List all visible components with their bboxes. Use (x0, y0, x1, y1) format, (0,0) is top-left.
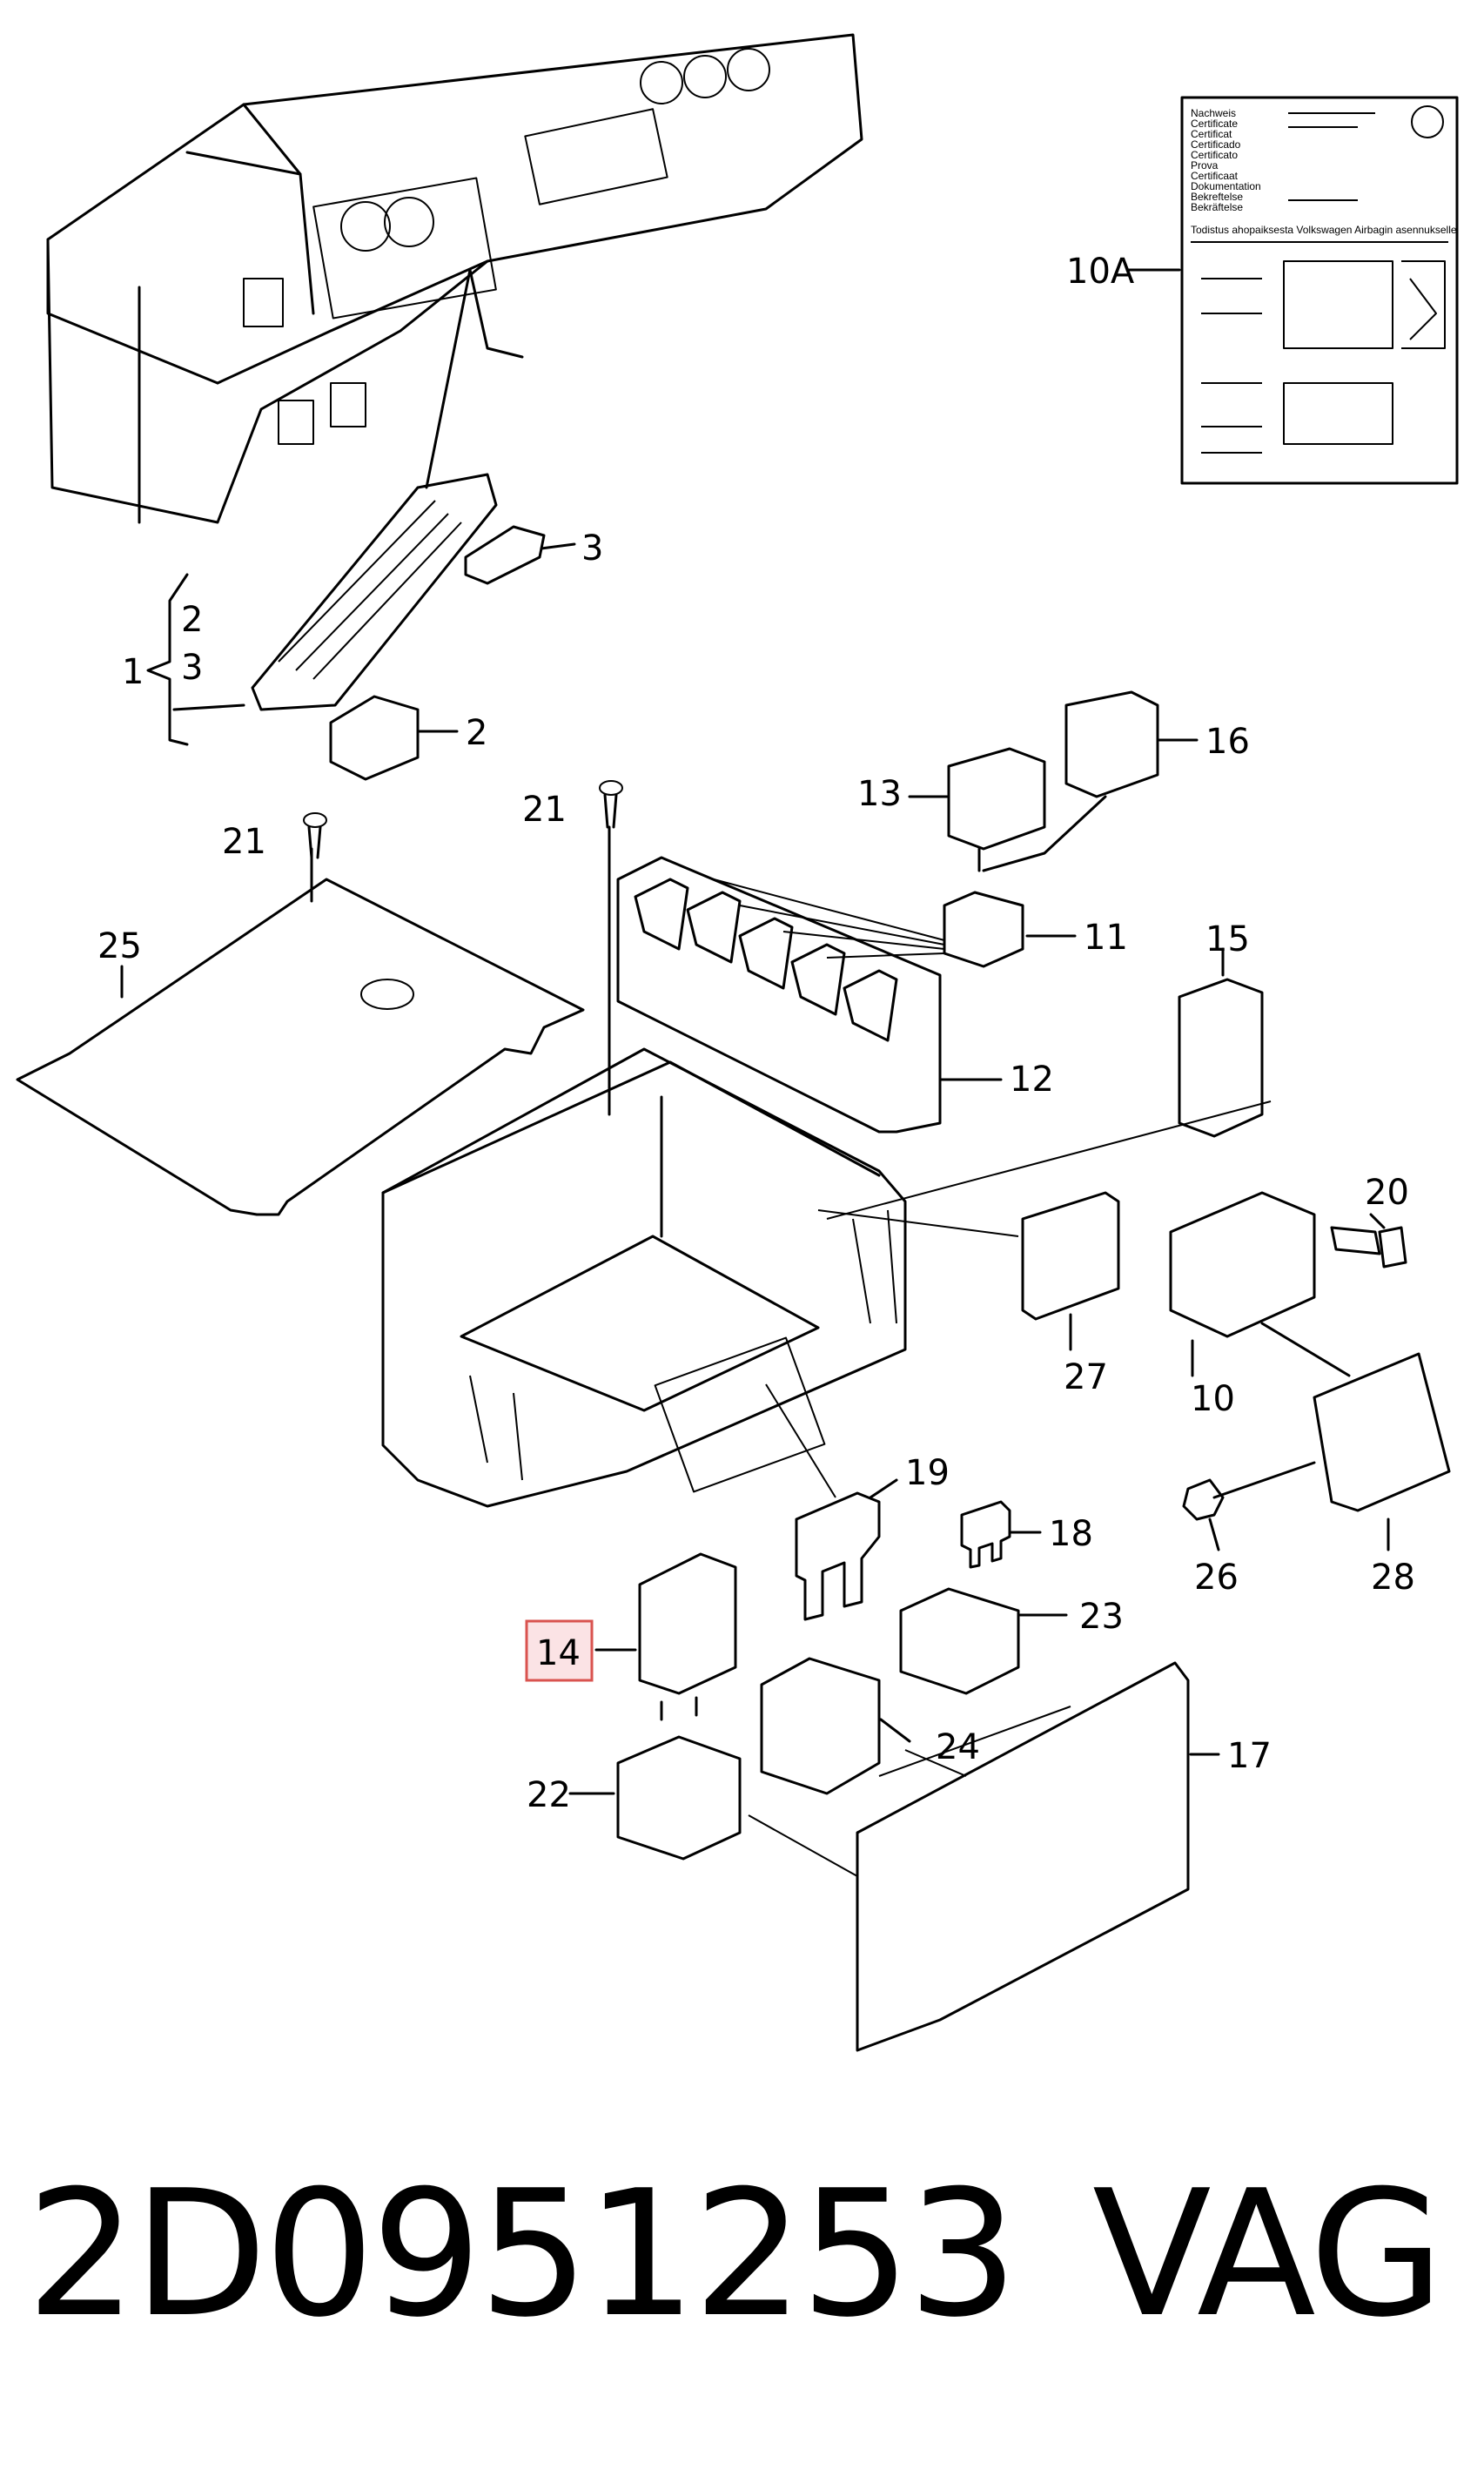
control-unit-10-drawing (1169, 1191, 1316, 1338)
callout-26: 26 (1194, 1558, 1239, 1598)
relay-13-drawing (947, 747, 1046, 851)
callout-28: 28 (1371, 1558, 1415, 1598)
cert-line-9: Bekräftelse (1191, 201, 1243, 213)
callout-20: 20 (1365, 1173, 1409, 1213)
screw-21-right-drawing (599, 780, 623, 1116)
part-number: 2D0951253 (26, 2153, 1018, 2356)
callout-12: 12 (1010, 1060, 1054, 1100)
callout-14-highlight[interactable] (525, 1619, 594, 1682)
callout-3-bracket: 3 (181, 648, 203, 688)
cert-line-4: Certificato (1191, 149, 1238, 161)
module-16-drawing (1064, 690, 1159, 798)
relay-base-23-drawing (899, 1587, 1020, 1695)
callout-1: 1 (122, 652, 144, 692)
cert-line-7: Dokumentation (1191, 180, 1261, 192)
callout-3: 3 (581, 528, 603, 569)
cert-line-8: Bekreftelse (1191, 191, 1243, 203)
relay-carrier-drawing (251, 268, 498, 711)
callout-15: 15 (1205, 919, 1250, 959)
callout-18: 18 (1049, 1514, 1093, 1554)
callout-21-left: 21 (222, 822, 266, 862)
relay-base-22-drawing (616, 1735, 742, 1861)
callout-21-right: 21 (522, 790, 567, 830)
callout-2: 2 (466, 713, 487, 753)
callout-25: 25 (97, 926, 142, 966)
cert-line-5: Prova (1191, 159, 1219, 172)
storage-box-drawing (381, 1047, 1019, 1508)
screw-21-left-drawing (303, 812, 327, 859)
callout-23: 23 (1079, 1597, 1124, 1637)
pad-27-drawing (1021, 1191, 1120, 1321)
certificate-10a-drawing: Nachweis Certificate Certificat Certific… (1125, 96, 1459, 485)
certificate-text: Nachweis Certificate Certificat Certific… (1191, 107, 1457, 236)
callout-2-bracket: 2 (181, 600, 203, 640)
cert-line-6: Certificaat (1191, 170, 1239, 182)
callout-19: 19 (905, 1453, 950, 1493)
callout-13: 13 (857, 774, 902, 814)
callout-10: 10 (1191, 1379, 1235, 1419)
callout-10a: 10A (1066, 252, 1135, 292)
callout-24: 24 (936, 1727, 980, 1767)
relay-base-11-drawing (943, 891, 1024, 968)
callout-11: 11 (1084, 918, 1128, 958)
cert-line-2: Certificat (1191, 128, 1232, 140)
cert-line-1: Certificate (1191, 118, 1238, 130)
callout-17: 17 (1227, 1736, 1272, 1776)
fuse-18-drawing (960, 1500, 1011, 1569)
cert-line-3: Certificado (1191, 138, 1241, 151)
lid-17-drawing (856, 1661, 1190, 2052)
callout-16: 16 (1205, 722, 1250, 762)
fuse-19-drawing (795, 1491, 881, 1621)
clip-26-drawing (1182, 1478, 1225, 1521)
part-2-relay-drawing (329, 695, 420, 781)
cert-footer: Todistus ahopaiksesta Volkswagen Airbagi… (1191, 224, 1457, 236)
relay-14-drawing (638, 1552, 737, 1695)
part-3-clip-drawing (464, 525, 546, 585)
module-15-drawing (1178, 978, 1264, 1138)
dashboard-drawing (46, 33, 863, 524)
mat-25-drawing (16, 847, 585, 1216)
cover-28-drawing (1313, 1352, 1451, 1512)
relay-base-24-drawing (760, 1657, 881, 1795)
bolt-20-drawing (1330, 1226, 1407, 1269)
relay-strip-12-drawing (616, 856, 1003, 1134)
callout-27: 27 (1064, 1357, 1108, 1397)
callout-14: 14 (536, 1633, 581, 1673)
callout-22: 22 (527, 1775, 571, 1815)
cert-line-0: Nachweis (1191, 107, 1236, 119)
brand-name: VAG (1092, 2153, 1444, 2356)
